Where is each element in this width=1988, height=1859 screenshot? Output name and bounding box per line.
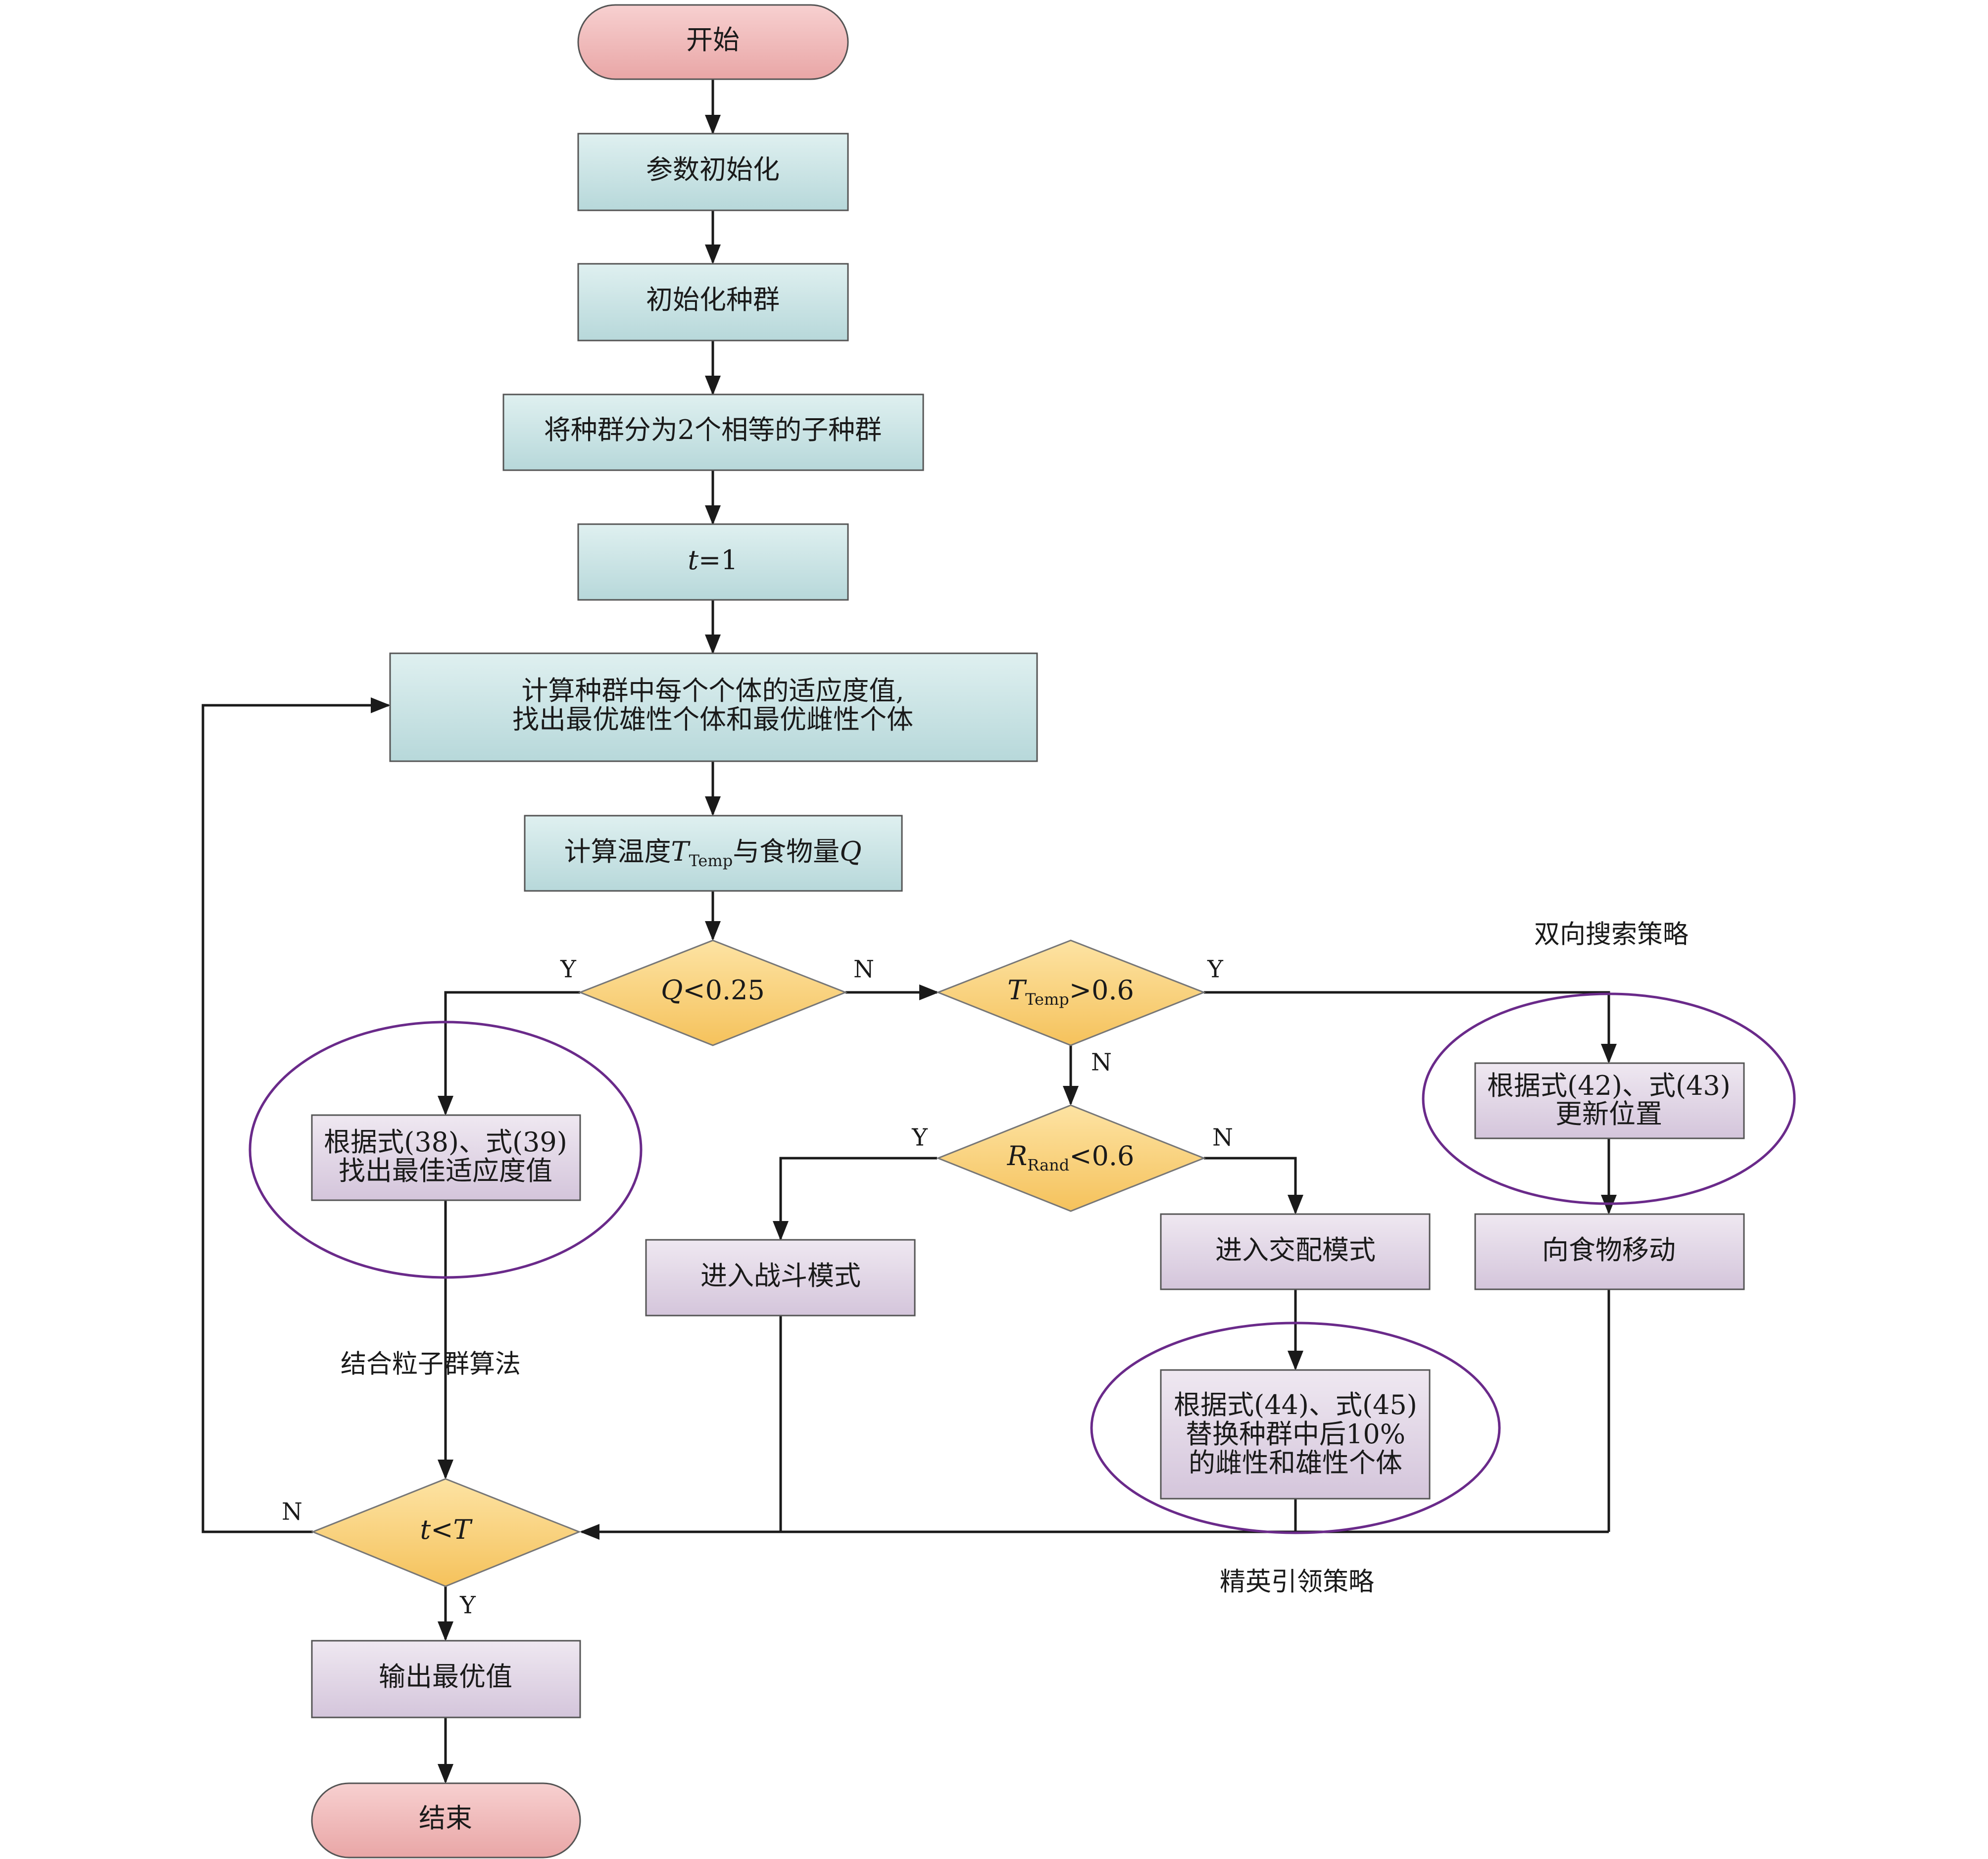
init-params-label: 参数初始化 <box>646 154 780 185</box>
end-terminal <box>311 1782 581 1859</box>
eq38-label-line2: 找出最佳适应度值 <box>339 1155 552 1186</box>
mate-box <box>1160 1213 1431 1290</box>
arrow-rand-no-to-mate <box>1204 1157 1303 1215</box>
pso-ellipse <box>248 1021 643 1279</box>
bidirectional-annotation: 双向搜索策略 <box>1534 920 1689 950</box>
eq42-label-line1: 根据式(42)、式(43) <box>1487 1070 1731 1101</box>
temp-food-box <box>524 815 903 892</box>
q-decision <box>578 939 848 1046</box>
start-terminal <box>577 4 849 80</box>
init-pop-label: 初始化种群 <box>646 284 780 315</box>
output-box <box>311 1640 581 1718</box>
output-label: 输出最优值 <box>379 1661 512 1692</box>
eq44-label-line1: 根据式(44)、式(45) <box>1174 1389 1417 1420</box>
elite-ellipse <box>1090 1321 1501 1534</box>
temp-food-label: 计算温度TTemp与食物量Q <box>564 836 862 870</box>
init-params-box <box>577 133 849 211</box>
eq44-label-line2: 替换种群中后10% <box>1186 1419 1405 1450</box>
eq38-box <box>311 1114 581 1201</box>
rand-yes-label: Y <box>911 1124 928 1152</box>
loop-decision <box>311 1478 582 1587</box>
fight-label: 进入战斗模式 <box>700 1260 861 1291</box>
arrow-loop-no-to-fitness <box>201 697 391 1533</box>
eq44-box <box>1160 1369 1431 1500</box>
pso-annotation: 结合粒子群算法 <box>341 1350 521 1379</box>
rand-no-label: N <box>1212 1124 1233 1152</box>
temp-yes-label: Y <box>1207 956 1224 983</box>
q-yes-label: Y <box>560 956 577 983</box>
temp-decision-label: TTemp>0.6 <box>1007 975 1134 1009</box>
temp-decision <box>936 939 1206 1046</box>
arrow-q-yes-to-eq38 <box>438 991 580 1116</box>
loop-no-label: N <box>282 1498 302 1526</box>
temp-no-label: N <box>1091 1049 1112 1076</box>
init-pop-box <box>577 263 849 342</box>
eq42-box <box>1474 1062 1745 1139</box>
loop-yes-label: Y <box>459 1592 476 1619</box>
start-label: 开始 <box>686 24 740 55</box>
arrow-rand-yes-to-fight <box>773 1157 937 1241</box>
eq44-label-line3: 的雌性和雄性个体 <box>1189 1447 1402 1478</box>
connectors <box>201 79 1617 1784</box>
t-init-box <box>577 523 849 601</box>
t-init-label: t=1 <box>688 544 738 576</box>
loop-decision-label: t<T <box>420 1514 473 1545</box>
q-no-label: N <box>853 956 874 983</box>
rand-decision-label: RRand<0.6 <box>1007 1140 1135 1174</box>
q-decision-label: Q<0.25 <box>661 975 765 1006</box>
fitness-box <box>389 652 1038 762</box>
bidirectional-ellipse <box>1422 992 1796 1205</box>
fight-box <box>645 1239 916 1317</box>
arrow-temp-yes-to-eq42 <box>1204 991 1617 1064</box>
elite-annotation: 精英引领策略 <box>1220 1567 1374 1597</box>
move-food-box <box>1474 1213 1745 1290</box>
split-pop-label: 将种群分为2个相等的子种群 <box>544 414 882 445</box>
eq42-label-line2: 更新位置 <box>1555 1098 1662 1129</box>
fitness-label-line1: 计算种群中每个个体的适应度值, <box>521 675 904 706</box>
rand-decision <box>936 1104 1206 1212</box>
strategy-ellipses <box>248 992 1796 1534</box>
fitness-label-line2: 找出最优雄性个体和最优雌性个体 <box>512 704 913 735</box>
split-pop-box <box>502 393 924 471</box>
mate-label: 进入交配模式 <box>1215 1234 1376 1266</box>
eq38-label-line1: 根据式(38)、式(39) <box>324 1126 567 1158</box>
move-food-label: 向食物移动 <box>1542 1234 1676 1266</box>
end-label: 结束 <box>419 1803 472 1834</box>
